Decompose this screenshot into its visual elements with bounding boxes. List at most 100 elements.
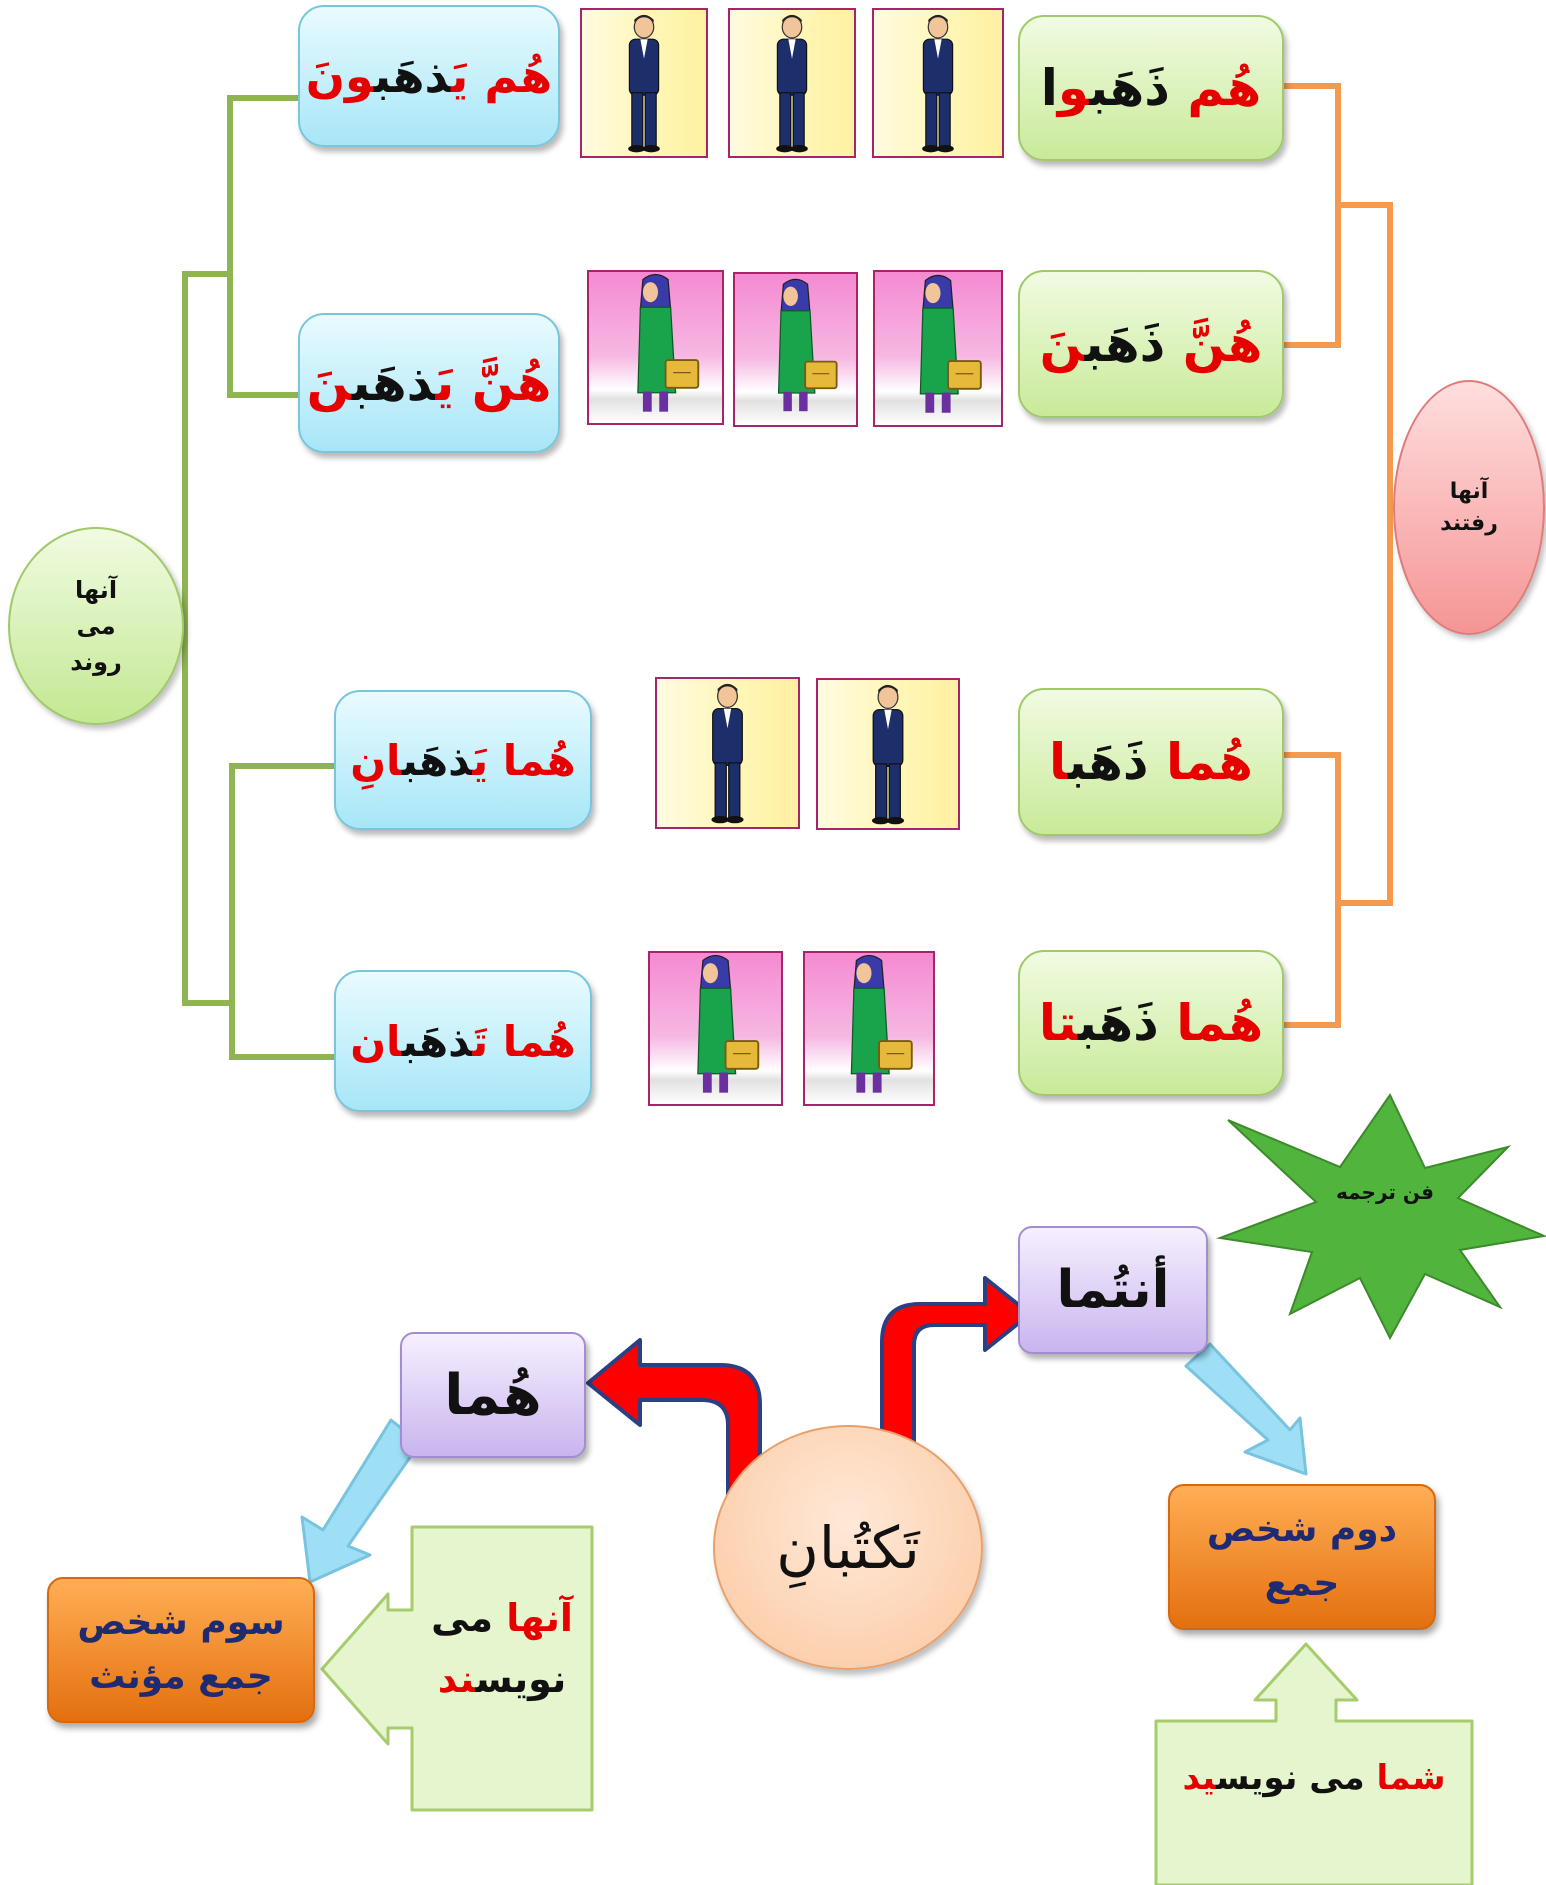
man-in-suit-icon xyxy=(628,14,660,153)
verb-suffix: نَ xyxy=(1039,315,1085,373)
starburst-text: فن ترجمه xyxy=(1336,1180,1434,1204)
verb-prefix: تَ xyxy=(472,1016,489,1066)
verb-stem: ذهَب xyxy=(351,354,436,412)
right-bracket-main xyxy=(1338,202,1393,906)
woman-with-briefcase-icon xyxy=(777,278,838,412)
left-note-red2: ند xyxy=(437,1656,476,1701)
right-note-shape xyxy=(1154,1642,1474,1885)
left-result-line2: جمع مؤنث xyxy=(89,1656,273,1697)
left-note-black1: می xyxy=(431,1596,507,1640)
past-label-line2: رفتند xyxy=(1440,510,1498,536)
man-in-suit-icon xyxy=(776,14,808,153)
starburst-label: فن ترجمه xyxy=(1300,1180,1470,1204)
past-tense-label-bubble: آنها رفتند xyxy=(1393,380,1545,635)
present-verb-box-1: هُم يَذهَبونَ xyxy=(298,5,560,147)
left-bracket-top xyxy=(227,95,298,398)
right-result-line2: جمع xyxy=(1264,1563,1340,1604)
right-result-line1: دوم شخص xyxy=(1206,1509,1398,1550)
verb-suffix: ان xyxy=(350,1016,402,1066)
present-label-line3: روند xyxy=(70,648,122,676)
woman-with-briefcase-picture xyxy=(648,951,783,1106)
verb-stem: ذَهَب xyxy=(1089,59,1170,117)
verb-stem: ذَهَب xyxy=(1078,994,1159,1052)
man-in-suit-icon xyxy=(711,683,744,824)
woman-with-briefcase-picture xyxy=(587,270,724,425)
verb-stem: ذهَب xyxy=(401,1016,473,1066)
man-in-suit-icon xyxy=(871,684,905,825)
red-arrow-left xyxy=(586,1338,762,1502)
woman-with-briefcase-picture xyxy=(873,270,1003,427)
pronoun: هُما xyxy=(1166,733,1253,791)
right-bracket-top xyxy=(1282,83,1341,348)
past-verb-box-2: هُنَّ ذَهَبنَ xyxy=(1018,270,1284,418)
present-verb-box-4: هُما تَذهَبان xyxy=(334,970,592,1112)
pronoun: هُم xyxy=(1187,59,1262,117)
right-pronoun: أنتُما xyxy=(1056,1260,1170,1320)
red-arrow-right xyxy=(880,1276,1032,1448)
man-in-suit-picture xyxy=(728,8,856,158)
left-bracket-main xyxy=(182,271,232,1006)
left-bracket-bottom xyxy=(229,763,334,1060)
left-note-black2: نویس xyxy=(475,1656,567,1701)
present-verb-box-2: هُنَّ يَذهَبنَ xyxy=(298,313,560,453)
man-in-suit-picture xyxy=(872,8,1004,158)
man-in-suit-picture xyxy=(655,677,800,829)
right-pronoun-box: أنتُما xyxy=(1018,1226,1208,1354)
woman-with-briefcase-picture xyxy=(803,951,935,1106)
right-note-red2: ید xyxy=(1182,1758,1216,1798)
verb-prefix: يَ xyxy=(451,49,469,103)
left-note-text: آنها می نویسند xyxy=(416,1588,588,1710)
past-verb-box-4: هُما ذَهَبتا xyxy=(1018,950,1284,1096)
left-result-box: سوم شخص جمع مؤنث xyxy=(47,1577,315,1723)
man-in-suit-picture xyxy=(580,8,708,158)
verb-suffix: نَ xyxy=(306,354,352,412)
verb-suffix: و xyxy=(1057,59,1090,117)
verb-tail: ا xyxy=(1040,59,1058,117)
starburst-shape xyxy=(1216,1093,1546,1341)
verb-suffix: ا xyxy=(1049,733,1068,791)
left-pronoun: هُما xyxy=(444,1362,542,1428)
past-verb-box-3: هُما ذَهَبا xyxy=(1018,688,1284,836)
pronoun: هُنَّ xyxy=(471,354,552,412)
blue-arrow-right xyxy=(1184,1342,1308,1476)
pronoun: هُم xyxy=(484,49,553,103)
verb-suffix: تا xyxy=(1038,994,1079,1052)
right-result-box: دوم شخص جمع xyxy=(1168,1484,1436,1630)
verb-stem: ذَهَب xyxy=(1067,733,1149,791)
verb-stem: ذهَب xyxy=(401,735,473,785)
verb-stem: ذَهَب xyxy=(1084,315,1166,373)
right-note-text: شما می نویسید xyxy=(1160,1758,1468,1798)
pronoun: هُما xyxy=(502,1016,576,1066)
verb-suffix: ونَ xyxy=(305,49,374,103)
present-label-line2: می xyxy=(76,612,116,640)
woman-with-briefcase-picture xyxy=(733,272,858,427)
right-note-red1: شما xyxy=(1376,1758,1446,1798)
present-tense-label-bubble: آنها می روند xyxy=(8,527,184,725)
center-word-bubble: تَكتُبانِ xyxy=(713,1425,983,1670)
verb-prefix: يَ xyxy=(472,735,489,785)
left-pronoun-box: هُما xyxy=(400,1332,586,1458)
pronoun: هُما xyxy=(502,735,576,785)
past-label-line1: آنها xyxy=(1449,478,1489,504)
verb-prefix: يَ xyxy=(435,354,455,412)
verb-suffix: انِ xyxy=(350,735,402,785)
man-in-suit-picture xyxy=(816,678,960,830)
woman-with-briefcase-icon xyxy=(637,273,700,412)
center-word: تَكتُبانِ xyxy=(776,1513,920,1582)
right-bracket-bottom xyxy=(1282,752,1341,1028)
left-note-red1: آنها xyxy=(506,1596,573,1640)
verb-stem: ذهَب xyxy=(373,49,452,103)
blue-arrow-left xyxy=(300,1418,422,1584)
present-verb-box-3: هُما يَذهَبانِ xyxy=(334,690,592,830)
past-verb-box-1: هُم ذَهَبوا xyxy=(1018,15,1284,161)
woman-with-briefcase-icon xyxy=(697,954,760,1093)
pronoun: هُما xyxy=(1176,994,1264,1052)
left-result-line1: سوم شخص xyxy=(77,1602,285,1643)
woman-with-briefcase-icon xyxy=(850,954,913,1093)
man-in-suit-icon xyxy=(922,14,954,153)
left-note-shape xyxy=(320,1525,594,1812)
pronoun: هُنَّ xyxy=(1182,315,1263,373)
woman-with-briefcase-icon xyxy=(919,274,982,413)
right-note-black1: می نویس xyxy=(1215,1758,1377,1798)
